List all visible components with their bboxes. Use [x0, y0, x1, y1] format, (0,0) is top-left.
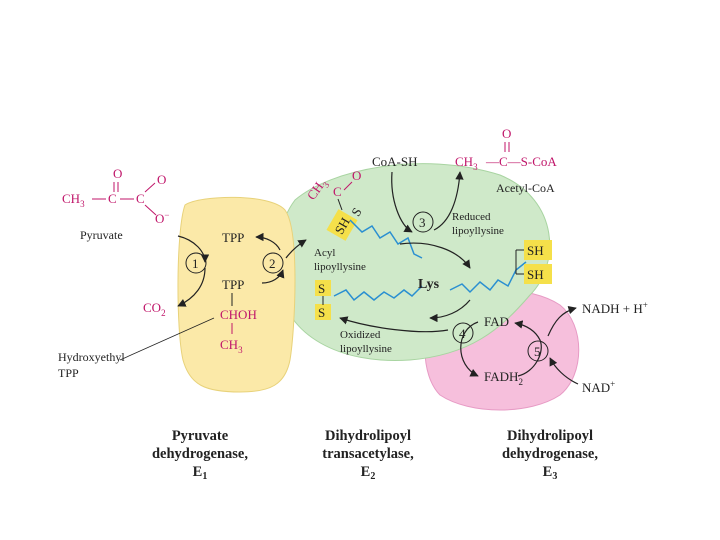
- fad-label: FAD: [484, 314, 509, 329]
- arrow-e3-to-oxidized: [339, 316, 449, 333]
- coa-sh-label: CoA-SH: [372, 154, 418, 169]
- step-2-circle: [262, 252, 284, 274]
- lys-label: Lys: [418, 277, 440, 292]
- hydroxyethyl-line2: TPP: [58, 366, 79, 380]
- step-3-label: 3: [419, 215, 426, 230]
- oxidized-s-bottom: S: [318, 305, 325, 320]
- reduced-lipoyl-arm: [449, 261, 527, 294]
- reduced-sh-top: SH: [527, 243, 544, 258]
- arrow-coa-in: [391, 171, 413, 233]
- acyl-c-s-bond: [337, 198, 343, 211]
- arrow-co2-out: [177, 267, 206, 307]
- pyruvate-c1: C: [108, 191, 117, 206]
- oxidized-s-top: S: [318, 281, 325, 296]
- fadh2-label: FADH2: [484, 369, 523, 387]
- e1-ch3: CH3: [220, 337, 243, 355]
- e1-tpp-bottom: TPP: [222, 277, 244, 292]
- enzyme-e1-line2: dehydrogenase,: [152, 446, 248, 462]
- arrow-fadh2-to-fad: [514, 320, 542, 377]
- co2-label: CO2: [143, 300, 166, 318]
- pyruvate-o-top: O: [113, 166, 122, 181]
- arrow-to-acyl: [285, 239, 307, 259]
- step-5-label: 5: [534, 344, 541, 359]
- step-5-circle: [527, 340, 549, 362]
- step-1-label: 1: [192, 256, 199, 271]
- arrow-tpp-bottom: [261, 269, 285, 284]
- arrow-acetylcoa-out: [433, 171, 464, 231]
- sh-highlight-acyl: [326, 209, 358, 241]
- oxidized-lipoyl-arm: [333, 285, 423, 302]
- enzyme-e2-line2: transacetylase,: [322, 446, 414, 462]
- s-highlight-top: [315, 280, 331, 296]
- arrow-reduced-to-e3: [429, 299, 471, 323]
- e1-tpp-top: TPP: [222, 230, 244, 245]
- enzyme-e3-line1: Dihydrolipoyl: [507, 428, 593, 444]
- hydroxyethyl-line1: Hydroxyethyl: [58, 350, 125, 364]
- e1-choh: CHOH: [220, 307, 257, 322]
- pyruvate-c2: C: [136, 191, 145, 206]
- pyruvate-ch3: CH3: [62, 191, 85, 209]
- step-4-label: 4: [459, 326, 466, 341]
- nad-label: NAD+: [582, 379, 615, 395]
- enzyme-e2-line1: Dihydrolipoyl: [325, 428, 411, 444]
- nadh-label: NADH + H+: [582, 300, 648, 316]
- acyl-co-bond: [343, 181, 353, 191]
- e1-region: [177, 196, 296, 393]
- s-highlight-bottom: [315, 304, 331, 320]
- acyl-label-line1: Acyl: [314, 247, 335, 259]
- step-1-circle: [185, 252, 207, 274]
- acetylcoa-ch3: CH3: [455, 154, 478, 172]
- sh-highlight-bottom: [524, 264, 552, 284]
- pyruvate-o-right: O: [157, 172, 166, 187]
- pyruvate-label: Pyruvate: [80, 228, 123, 242]
- pyruvate-co-minus-bond: [144, 204, 157, 216]
- reduced-label-line2: lipoyllysine: [452, 225, 504, 237]
- arrow-nadh-out: [547, 306, 577, 337]
- oxidized-label-line2: lipoyllysine: [340, 343, 392, 355]
- hydroxyethyl-pointer: [119, 317, 215, 361]
- arrow-acyl-to-reduced: [399, 242, 471, 269]
- reduced-label-line1: Reduced: [452, 211, 491, 223]
- reduced-sh-bottom: SH: [527, 267, 544, 282]
- step-2-label: 2: [269, 256, 276, 271]
- acyl-label-line2: lipoyllysine: [314, 261, 366, 273]
- enzyme-e3-line2: dehydrogenase,: [502, 446, 598, 462]
- acetylcoa-label: Acetyl-CoA: [496, 181, 555, 195]
- acyl-c: C: [333, 184, 342, 199]
- acyl-sh: SH: [331, 215, 352, 237]
- pyruvate-o-minus: O−: [155, 210, 169, 226]
- pyruvate-co-bond: [144, 182, 156, 193]
- oxidized-label-line1: Oxidized: [340, 329, 381, 341]
- acetylcoa-o: O: [502, 126, 511, 141]
- arrow-tpp-top: [255, 232, 281, 251]
- acyl-lipoyl-arm: [349, 219, 423, 259]
- step-3-circle: [412, 211, 434, 233]
- step-4-circle: [452, 322, 474, 344]
- enzyme-e2-line3: E2: [361, 464, 376, 482]
- arrow-fad-to-fadh2: [460, 321, 479, 377]
- arrow-nad-in: [549, 357, 579, 385]
- enzyme-e1-line3: E1: [193, 464, 208, 482]
- acyl-o: O: [352, 168, 361, 183]
- enzyme-e3-line3: E3: [543, 464, 558, 482]
- acetylcoa-rest: —C—S-CoA: [485, 154, 557, 169]
- sh-highlight-top: [524, 240, 552, 260]
- arrow-pyruvate-in: [177, 235, 210, 263]
- enzyme-e1-line1: Pyruvate: [172, 428, 229, 444]
